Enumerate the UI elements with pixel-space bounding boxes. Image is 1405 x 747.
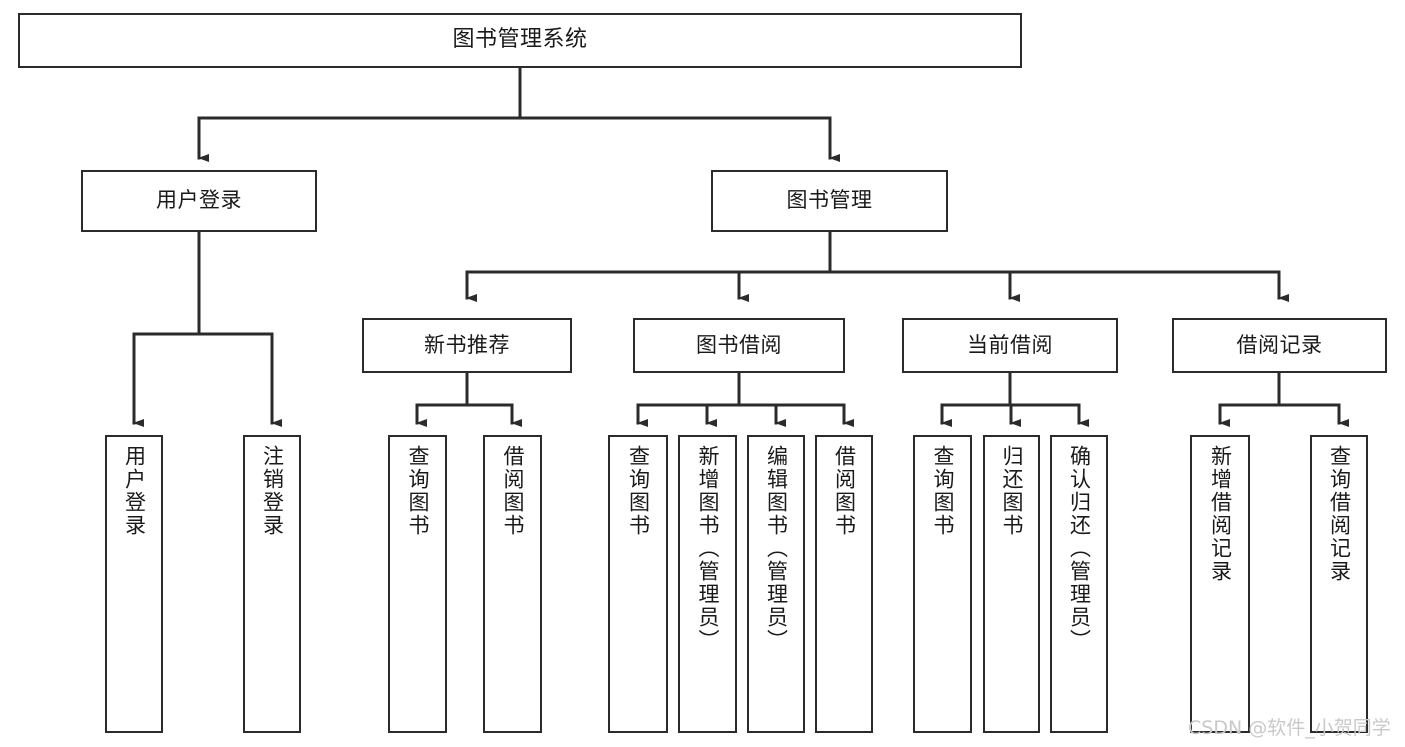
node-book-borrow[interactable]: 图书借阅	[633, 318, 845, 373]
node-label: 查询图书	[626, 445, 651, 537]
node-user-login[interactable]: 用户登录	[81, 170, 317, 232]
leaf-query-book-borrow[interactable]: 查询图书	[608, 435, 668, 733]
node-label: 查询借阅记录	[1327, 445, 1352, 583]
node-borrow-record[interactable]: 借阅记录	[1172, 318, 1387, 373]
node-label: 图书管理系统	[452, 27, 588, 53]
leaf-query-borrow-record[interactable]: 查询借阅记录	[1310, 435, 1368, 733]
node-new-book-recommend[interactable]: 新书推荐	[362, 318, 572, 373]
node-label: 借阅图书	[501, 445, 525, 537]
leaf-query-book-recommend[interactable]: 查询图书	[388, 435, 447, 733]
node-label: 图书管理	[786, 188, 873, 213]
leaf-logout-login[interactable]: 注销登录	[243, 435, 301, 733]
node-label: 查询图书	[931, 445, 955, 537]
node-current-borrow[interactable]: 当前借阅	[902, 318, 1118, 373]
node-label: 用户登录	[122, 445, 147, 537]
node-label: 新增图书（管理员）	[696, 445, 720, 652]
node-label: 图书借阅	[696, 332, 782, 357]
node-label: 注销登录	[260, 445, 285, 537]
leaf-return-book[interactable]: 归还图书	[983, 435, 1040, 733]
leaf-query-book-current[interactable]: 查询图书	[913, 435, 972, 733]
node-label: 新增借阅记录	[1208, 445, 1233, 583]
node-label: 编辑图书（管理员）	[764, 445, 789, 652]
leaf-borrow-book[interactable]: 借阅图书	[815, 435, 873, 733]
leaf-borrow-book-recommend[interactable]: 借阅图书	[483, 435, 542, 733]
leaf-user-login[interactable]: 用户登录	[105, 435, 163, 733]
leaf-confirm-return[interactable]: 确认归还（管理员）	[1050, 435, 1108, 733]
leaf-add-book[interactable]: 新增图书（管理员）	[678, 435, 737, 733]
leaf-edit-book[interactable]: 编辑图书（管理员）	[747, 435, 805, 733]
node-label: 归还图书	[1000, 445, 1024, 537]
node-label: 借阅图书	[832, 445, 857, 537]
leaf-add-borrow-record[interactable]: 新增借阅记录	[1190, 435, 1250, 733]
node-label: 借阅记录	[1236, 332, 1323, 357]
node-label: 用户登录	[156, 188, 242, 213]
node-label: 当前借阅	[967, 332, 1053, 357]
node-label: 确认归还（管理员）	[1067, 445, 1092, 652]
node-label: 新书推荐	[424, 332, 510, 357]
node-label: 查询图书	[406, 445, 430, 537]
node-root-system[interactable]: 图书管理系统	[18, 13, 1022, 68]
node-book-management[interactable]: 图书管理	[711, 170, 948, 232]
watermark-text: CSDN @软件_小贺同学	[1188, 717, 1391, 739]
